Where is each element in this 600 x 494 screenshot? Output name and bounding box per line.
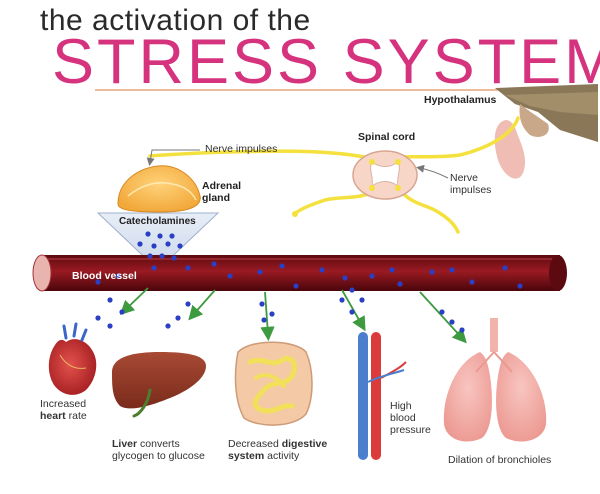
molecule-dot xyxy=(293,283,299,289)
hypothalamus-illustration xyxy=(494,84,598,179)
heart-caption-pre: Increased xyxy=(40,398,87,410)
molecule-dot xyxy=(159,253,165,259)
nerve-spinal-right xyxy=(398,188,460,234)
molecule-dot xyxy=(369,273,375,279)
molecule-dot xyxy=(151,243,157,249)
molecule-dot xyxy=(145,231,151,237)
molecule-dot xyxy=(319,267,325,273)
molecule-dot xyxy=(349,309,355,315)
heart-caption-bold: heart xyxy=(40,410,66,422)
nerve-impulses-right-label: Nerve impulses xyxy=(450,172,492,196)
heart-illustration xyxy=(48,322,97,395)
molecule-dot xyxy=(261,317,267,323)
blood-vessel xyxy=(32,254,567,292)
nerve-hypothalamus-spinal xyxy=(396,116,520,159)
catecholamine-molecules xyxy=(95,231,523,333)
molecule-dot xyxy=(119,309,125,315)
molecule-dot xyxy=(115,273,121,279)
lungs-illustration xyxy=(443,318,547,442)
digestive-caption-post: activity xyxy=(267,450,300,462)
molecule-dot xyxy=(175,315,181,321)
molecule-dot xyxy=(107,323,113,329)
molecule-dot xyxy=(171,255,177,261)
molecule-dot xyxy=(339,297,345,303)
molecule-dot xyxy=(137,241,143,247)
liver-caption: Liver converts glycogen to glucose xyxy=(112,438,222,462)
molecule-dot xyxy=(227,273,233,279)
molecule-dot xyxy=(165,241,171,247)
liver-illustration xyxy=(112,352,206,418)
molecule-dot xyxy=(157,233,163,239)
molecule-dot xyxy=(359,297,365,303)
heart-caption: Increased heart rate xyxy=(40,398,100,422)
digestive-caption: Decreased digestive system activity xyxy=(228,438,350,462)
molecule-dot xyxy=(349,287,355,293)
molecule-dot xyxy=(107,297,113,303)
molecule-dot xyxy=(502,265,508,271)
heart-caption-post: rate xyxy=(68,410,87,422)
bronchioles-caption: Dilation of bronchioles xyxy=(448,454,552,466)
effect-arrows xyxy=(119,287,467,344)
adrenal-gland-illustration xyxy=(117,165,201,213)
molecule-dot xyxy=(459,327,465,333)
spinal-cord-label: Spinal cord xyxy=(358,131,416,143)
catecholamines-label: Catecholamines xyxy=(119,216,196,227)
digestive-caption-bold: digestive system xyxy=(228,438,328,462)
molecule-dot xyxy=(449,267,455,273)
catecholamines-funnel xyxy=(96,212,220,271)
molecule-dot xyxy=(389,267,395,273)
molecule-dot xyxy=(95,315,101,321)
molecule-dot xyxy=(185,265,191,271)
molecule-dot xyxy=(439,309,445,315)
molecule-dot xyxy=(95,279,101,285)
artery-vein-illustration xyxy=(358,332,407,460)
title-line2: STRESS SYSTEM xyxy=(52,27,600,97)
molecule-dot xyxy=(397,281,403,287)
molecule-dot xyxy=(269,311,275,317)
molecule-dot xyxy=(151,265,157,271)
spinal-cord-illustration xyxy=(352,150,418,200)
molecule-dot xyxy=(517,283,523,289)
molecule-dot xyxy=(279,263,285,269)
molecule-dot xyxy=(469,279,475,285)
molecule-dot xyxy=(342,275,348,281)
molecule-dot xyxy=(449,319,455,325)
liver-caption-bold: Liver xyxy=(112,438,138,450)
blood-pressure-caption: High blood pressure xyxy=(390,400,431,436)
blood-vessel-label: Blood vessel xyxy=(72,270,137,282)
adrenal-gland-label: Adrenal gland xyxy=(202,180,242,204)
nerve-spinal-adrenal xyxy=(148,149,372,160)
molecule-dot xyxy=(169,233,175,239)
molecule-dot xyxy=(147,253,153,259)
hypothalamus-label: Hypothalamus xyxy=(424,94,497,106)
molecule-dot xyxy=(177,243,183,249)
nerve-spinal-down xyxy=(293,188,380,216)
molecule-dot xyxy=(185,301,191,307)
pointer-nerve-top xyxy=(146,149,200,166)
nerve-impulses-top-label: Nerve impulses xyxy=(205,143,278,155)
digestive-caption-pre: Decreased xyxy=(228,438,279,450)
molecule-dot xyxy=(165,323,171,329)
intestines-illustration xyxy=(234,341,313,426)
molecule-dot xyxy=(257,269,263,275)
molecule-dot xyxy=(429,269,435,275)
molecule-dot xyxy=(259,301,265,307)
title-line1: the activation of the xyxy=(40,4,311,37)
molecule-dot xyxy=(211,261,217,267)
pointer-nerve-right xyxy=(416,164,449,179)
liver-caption-post: converts glycogen to glucose xyxy=(112,438,205,462)
